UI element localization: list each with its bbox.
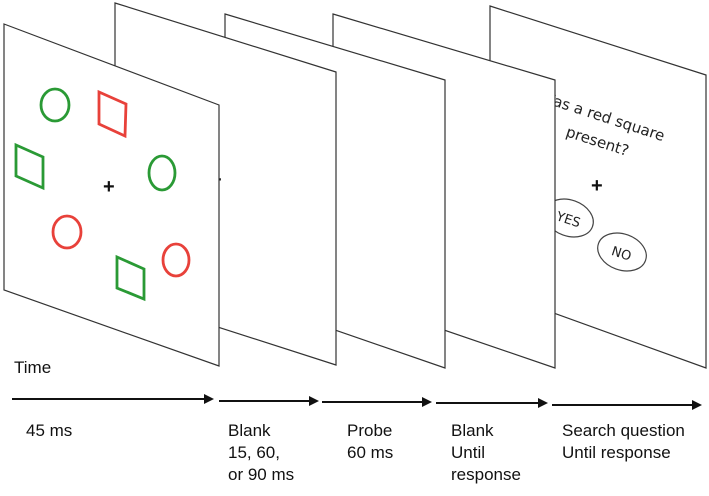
stage-label-question: Search question Until response (562, 420, 685, 464)
no-button[interactable] (592, 227, 651, 278)
stage-label-blank2: Blank Until response (451, 420, 521, 486)
stage-label-blank1: Blank 15, 60, or 90 ms (228, 420, 294, 486)
stage-label-probe: Probe 60 ms (347, 420, 393, 464)
stage-label-line: or 90 ms (228, 465, 295, 484)
stage-label-line: Blank (228, 421, 271, 440)
stage-label-line: response (451, 465, 521, 484)
stage-label-line: Until (451, 443, 486, 462)
stage-label-line: Until response (562, 443, 671, 462)
stage-label-line: Blank (451, 421, 494, 440)
stage-label-line: 45 ms (26, 421, 73, 440)
question-fixation-cross: + (591, 175, 603, 197)
red-circle-1 (51, 214, 83, 250)
stage-label-line: 60 ms (347, 443, 394, 462)
stage-label-line: 15, 60, (228, 443, 280, 462)
red-circle-2 (161, 242, 191, 278)
stage-label-line: Probe (347, 421, 393, 440)
search-screen-panel (3, 23, 220, 367)
stage-label-line: Search question (562, 421, 685, 440)
green-square-2 (115, 254, 146, 302)
search-screen: + (3, 23, 220, 367)
timeline (12, 394, 702, 410)
yes-label: YES (553, 209, 582, 231)
no-label: NO (609, 244, 633, 264)
stage-label-search: 45 ms (26, 420, 72, 442)
search-fixation-cross: + (103, 176, 115, 198)
time-label: Time (14, 358, 52, 377)
green-circle-2 (147, 154, 177, 192)
green-square-1 (14, 142, 45, 191)
red-square (97, 89, 128, 139)
green-circle-1 (39, 87, 71, 123)
